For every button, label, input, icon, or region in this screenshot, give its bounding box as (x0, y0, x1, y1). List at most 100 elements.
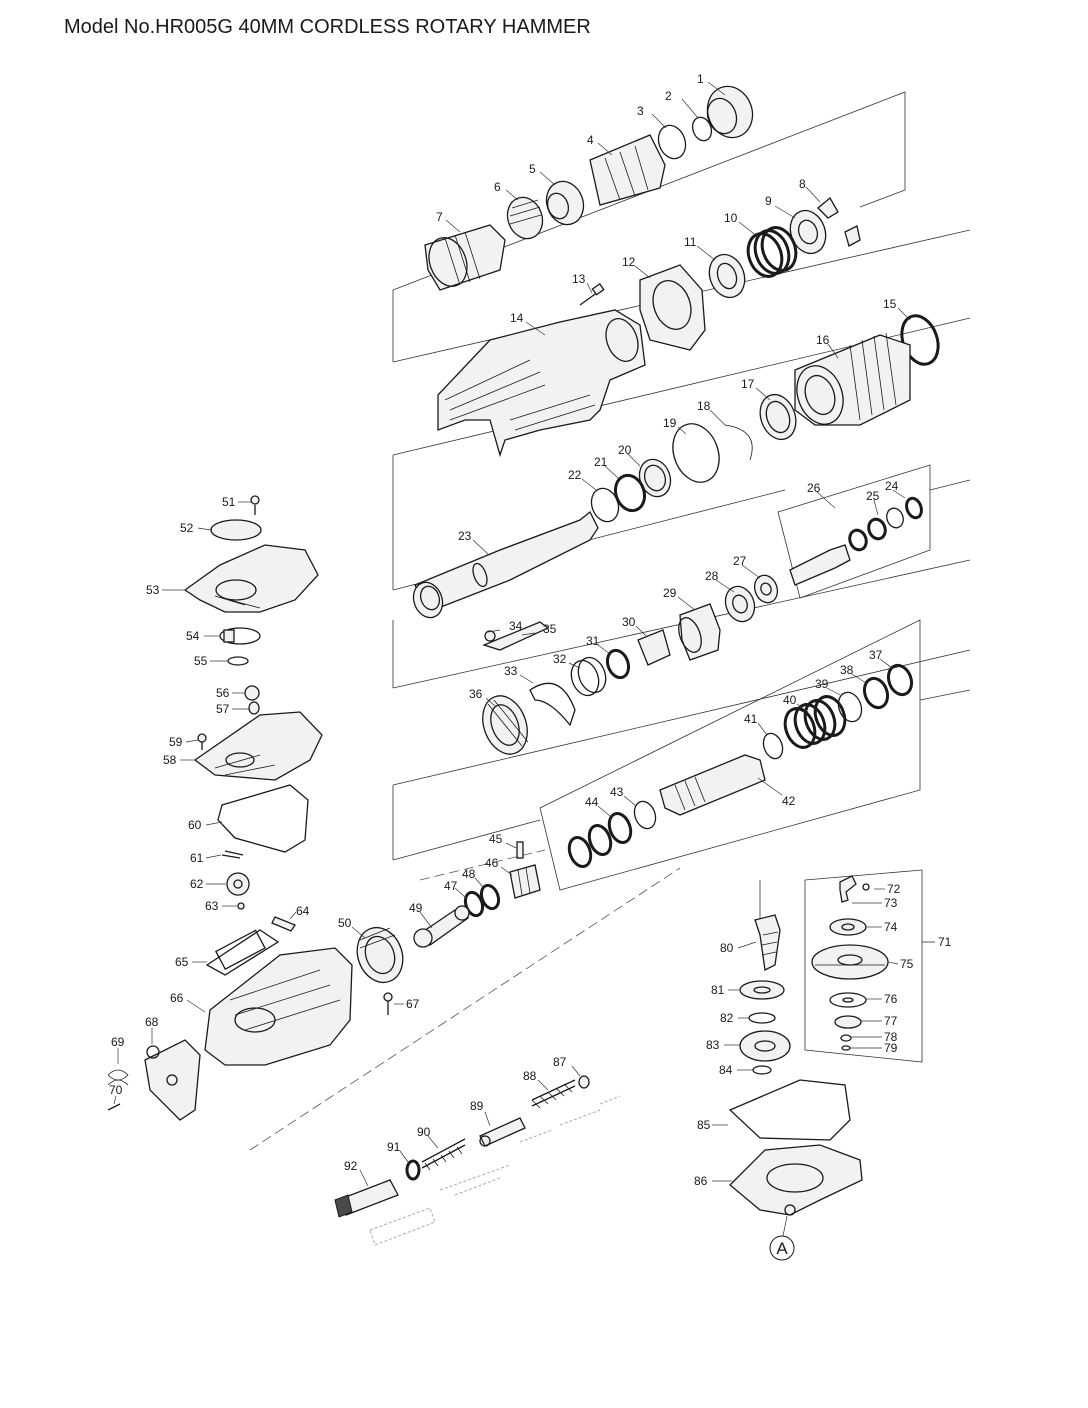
label-part-20: 20 (618, 443, 632, 457)
label-part-55: 55 (194, 654, 208, 668)
label-part-50: 50 (338, 916, 352, 930)
label-part-28: 28 (705, 569, 719, 583)
label-part-49: 49 (409, 901, 423, 915)
label-part-65: 65 (175, 955, 189, 969)
label-part-80: 80 (720, 941, 734, 955)
label-part-57: 57 (216, 702, 230, 716)
label-part-88: 88 (523, 1069, 537, 1083)
label-part-63: 63 (205, 899, 219, 913)
label-part-59: 59 (169, 735, 183, 749)
label-part-54: 54 (186, 629, 200, 643)
label-part-9: 9 (765, 194, 772, 208)
impact-section (482, 574, 779, 755)
label-part-74: 74 (884, 920, 898, 934)
label-part-42: 42 (782, 794, 796, 808)
label-part-87: 87 (553, 1055, 567, 1069)
label-part-82: 82 (720, 1011, 734, 1025)
label-part-71: 71 (938, 935, 952, 949)
label-part-90: 90 (417, 1125, 431, 1139)
label-part-6: 6 (494, 180, 501, 194)
flange-12 (639, 264, 706, 351)
label-part-92: 92 (344, 1159, 358, 1173)
gear-stack-71 (811, 875, 889, 1051)
tool-holder-23 (412, 510, 599, 619)
front-cap-assembly (424, 85, 754, 291)
label-part-37: 37 (869, 648, 883, 662)
label-part-36: 36 (469, 687, 483, 701)
label-part-77: 77 (884, 1014, 898, 1028)
label-part-18: 18 (697, 399, 711, 413)
spindle-26 (789, 496, 923, 586)
section-frames (249, 91, 971, 1151)
label-part-70: 70 (109, 1083, 123, 1097)
label-part-4: 4 (587, 133, 594, 147)
label-part-84: 84 (719, 1063, 733, 1077)
leader-lines (113, 81, 911, 1187)
crank-section (356, 841, 541, 984)
label-part-69: 69 (111, 1035, 125, 1049)
label-part-34: 34 (509, 619, 523, 633)
label-part-73: 73 (884, 896, 898, 910)
label-part-45: 45 (489, 832, 503, 846)
label-part-43: 43 (610, 785, 624, 799)
label-part-52: 52 (180, 521, 194, 535)
label-part-91: 91 (387, 1140, 401, 1154)
label-part-17: 17 (741, 377, 755, 391)
label-part-19: 19 (663, 416, 677, 430)
label-part-13: 13 (572, 272, 586, 286)
label-part-44: 44 (585, 795, 599, 809)
label-part-8: 8 (799, 177, 806, 191)
label-part-61: 61 (190, 851, 204, 865)
crank-housing-parts (107, 916, 393, 1121)
label-part-56: 56 (216, 686, 230, 700)
label-part-14: 14 (510, 311, 524, 325)
label-part-81: 81 (711, 983, 725, 997)
label-part-10: 10 (724, 211, 738, 225)
label-part-76: 76 (884, 992, 898, 1006)
label-part-21: 21 (594, 455, 608, 469)
label-part-41: 41 (744, 712, 758, 726)
label-part-78: 78 (884, 1030, 898, 1044)
label-part-66: 66 (170, 991, 184, 1005)
barrel-section (590, 314, 940, 523)
label-part-48: 48 (462, 867, 476, 881)
label-part-83: 83 (706, 1038, 720, 1052)
label-part-62: 62 (190, 877, 204, 891)
label-part-7: 7 (436, 210, 443, 224)
label-part-46: 46 (485, 856, 499, 870)
label-part-25: 25 (866, 489, 880, 503)
diagram-title: Model No.HR005G 40MM CORDLESS ROTARY HAM… (64, 16, 591, 38)
part-number-labels: 1 2 3 4 5 6 7 8 9 10 11 12 13 14 15 16 1… (109, 72, 952, 1188)
label-part-40: 40 (783, 693, 797, 707)
label-part-79: 79 (884, 1041, 898, 1055)
label-part-33: 33 (504, 664, 518, 678)
label-part-89: 89 (470, 1099, 484, 1113)
label-part-86: 86 (694, 1174, 708, 1188)
label-part-38: 38 (840, 663, 854, 677)
label-part-60: 60 (188, 818, 202, 832)
striker-section (334, 1075, 621, 1246)
label-part-72: 72 (887, 882, 901, 896)
label-part-64: 64 (296, 904, 310, 918)
label-part-85: 85 (697, 1118, 711, 1132)
housing-cover-14 (437, 309, 646, 458)
label-part-1: 1 (697, 72, 704, 86)
label-part-2: 2 (665, 89, 672, 103)
label-part-11: 11 (684, 235, 697, 249)
label-part-23: 23 (458, 529, 472, 543)
label-part-31: 31 (586, 634, 600, 648)
label-part-47: 47 (444, 879, 458, 893)
label-part-29: 29 (663, 586, 677, 600)
label-part-67: 67 (406, 997, 420, 1011)
label-part-75: 75 (900, 957, 914, 971)
ring-set-9-11 (708, 209, 827, 299)
label-part-16: 16 (816, 333, 830, 347)
marker-a-label: A (776, 1239, 788, 1258)
reference-marker-a: A (769, 1215, 795, 1261)
label-part-3: 3 (637, 104, 644, 118)
label-part-22: 22 (568, 468, 582, 482)
label-part-27: 27 (733, 554, 747, 568)
label-part-26: 26 (807, 481, 821, 495)
label-part-35: 35 (543, 622, 557, 636)
